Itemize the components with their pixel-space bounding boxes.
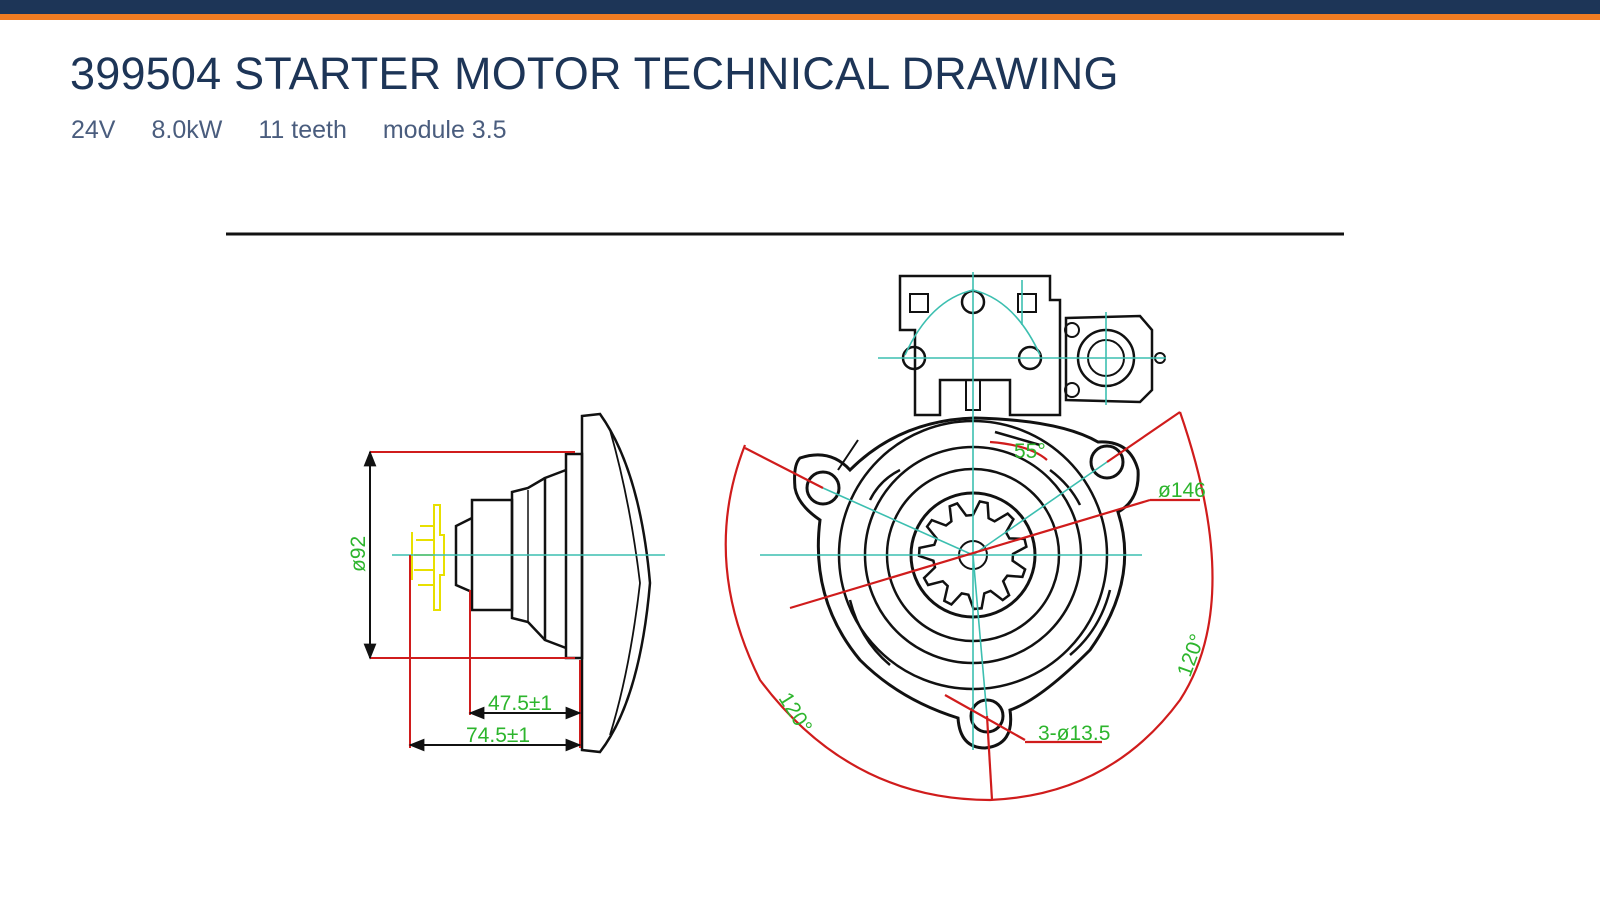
dim-mounting-holes: 3-ø13.5: [1038, 722, 1110, 745]
dim-diameter-spigot: ø92: [347, 536, 370, 572]
front-dimensions: [724, 411, 1214, 802]
dim-bolt-circle-angle: 55°: [1014, 440, 1046, 463]
solenoid-terminal: [1064, 314, 1154, 404]
spec-list: 24V 8.0kW 11 teeth module 3.5: [71, 116, 507, 145]
mount-hole-left: [805, 470, 841, 506]
angle-arc: [724, 411, 1214, 802]
solenoid-housing: [898, 274, 1062, 417]
accent-bar: [0, 14, 1600, 20]
dim-flange-diameter: ø146: [1158, 479, 1206, 502]
spec-teeth: 11 teeth: [258, 116, 347, 144]
dim-angle-left: 120°: [774, 688, 817, 737]
front-flange-outline: [793, 416, 1140, 750]
dim-flange-offset: 74.5±1: [466, 724, 530, 747]
side-flange-inner: [609, 429, 641, 736]
front-flange-tab: [837, 439, 859, 471]
header-bar: [0, 0, 1600, 14]
side-flange: [580, 412, 652, 754]
side-dimensions: [363, 450, 582, 752]
spec-module: module 3.5: [382, 116, 507, 144]
mount-hole-right: [1089, 444, 1125, 480]
spec-voltage: 24V: [71, 116, 116, 144]
front-centerlines: [760, 272, 1166, 750]
dim-pinion-offset: 47.5±1: [488, 692, 552, 715]
side-housing-step-2: [543, 468, 567, 650]
spec-power: 8.0kW: [151, 116, 223, 144]
dim-angle-right: 120°: [1173, 631, 1209, 680]
page-title: 399504 STARTER MOTOR TECHNICAL DRAWING: [70, 48, 1119, 99]
side-pinion: [411, 504, 445, 611]
side-view: [454, 412, 652, 754]
side-housing-step-1: [564, 452, 584, 660]
